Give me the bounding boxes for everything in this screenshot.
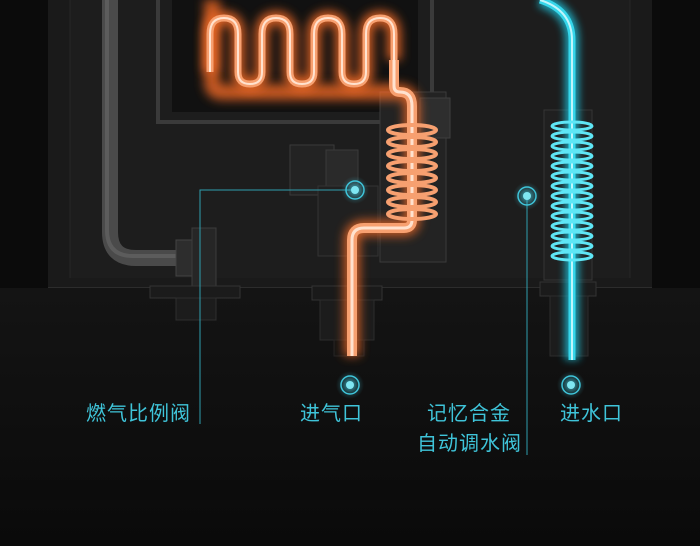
copper-coil	[386, 123, 438, 221]
label-gas-inlet: 进气口	[300, 401, 363, 425]
memory-alloy-spring	[550, 120, 594, 262]
leader-lines	[199, 189, 528, 455]
exchanger-frame	[156, 0, 434, 124]
label-memory-alloy: 记忆合金	[427, 401, 511, 425]
marker-dot-water-inlet	[557, 371, 585, 399]
marker-dot-memory-alloy	[513, 182, 541, 210]
label-auto-water-valve: 自动调水阀	[417, 431, 522, 455]
marker-dot-gas-inlet	[336, 371, 364, 399]
label-gas-ratio-valve: 燃气比例阀	[86, 401, 191, 425]
marker-dot-gas-valve	[341, 176, 369, 204]
label-water-inlet: 进水口	[560, 401, 623, 425]
